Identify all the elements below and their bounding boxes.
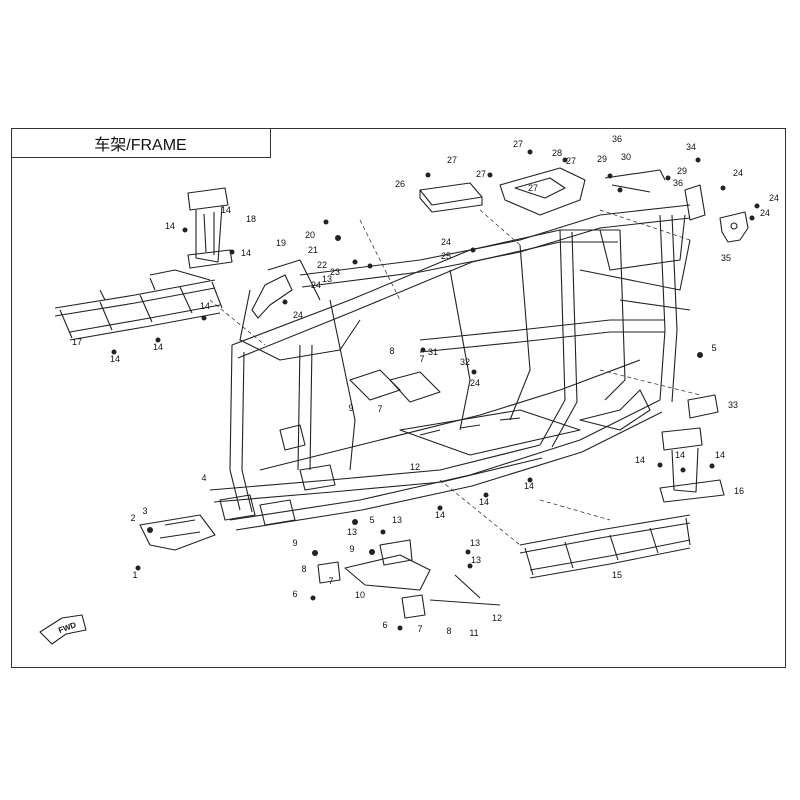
part-callout: 11 <box>469 628 478 638</box>
part-callout: 34 <box>686 142 696 152</box>
rear-bracket <box>659 427 725 503</box>
part-callout: 10 <box>355 590 365 600</box>
part-callout: 23 <box>330 267 340 277</box>
part-callout: 9 <box>292 538 297 548</box>
part-callout: 17 <box>72 337 82 347</box>
part-callout: 12 <box>492 613 502 623</box>
part-callout: 35 <box>721 253 731 263</box>
part-callout: 26 <box>395 179 405 189</box>
drawing-border <box>11 128 786 668</box>
part-callout: 18 <box>246 214 256 224</box>
leader-lines <box>209 209 701 546</box>
rear-rack <box>519 514 691 579</box>
part-callout: 14 <box>524 481 534 491</box>
part-callout: 24 <box>733 168 743 178</box>
front-rack <box>54 269 223 341</box>
part-callout: 7 <box>377 404 382 414</box>
diagram-title: 车架/FRAME <box>94 136 187 154</box>
part-callout: 24 <box>760 208 770 218</box>
part-callout: 8 <box>301 564 306 574</box>
part-callout: 24 <box>311 280 321 290</box>
part-callout: 24 <box>293 310 303 320</box>
part-callout: 2 <box>130 513 135 523</box>
part-callout: 13 <box>392 515 402 525</box>
part-callout: 30 <box>621 152 631 162</box>
part-callout: 15 <box>612 570 622 580</box>
part-callout: 8 <box>389 346 394 356</box>
part-callout: 6 <box>292 589 297 599</box>
part-callout: 14 <box>635 455 645 465</box>
part-callout: 27 <box>476 169 486 179</box>
part-callout: 8 <box>446 626 451 636</box>
part-callout: 27 <box>528 183 538 193</box>
part-callout: 31 <box>428 347 438 357</box>
part-callout: 14 <box>241 248 251 258</box>
upper-rear-parts <box>419 167 749 243</box>
part-callout: 22 <box>317 260 327 270</box>
part-callout: 25 <box>441 251 451 261</box>
part-callout: 12 <box>410 462 420 472</box>
part-callout: 1 <box>132 570 137 580</box>
fastener-dots <box>111 149 760 631</box>
part-callout: 14 <box>200 301 210 311</box>
part-callout: 13 <box>471 555 481 565</box>
part-callout: 13 <box>470 538 480 548</box>
part-callout: 24 <box>441 237 451 247</box>
part-callout: 20 <box>305 230 315 240</box>
part-callout: 14 <box>435 510 445 520</box>
part-callout: 27 <box>566 156 576 166</box>
part-callout: 13 <box>347 527 357 537</box>
part-callout: 13 <box>322 274 332 284</box>
part-callout: 14 <box>221 205 231 215</box>
part-callout: 5 <box>369 515 374 525</box>
main-frame <box>209 204 691 531</box>
part-callout: 5 <box>711 343 716 353</box>
part-callout: 29 <box>677 166 687 176</box>
part-callout: 27 <box>513 139 523 149</box>
fwd-arrow-icon <box>39 614 87 645</box>
lower-parts <box>139 274 719 619</box>
part-callout: 7 <box>328 576 333 586</box>
part-callout: 7 <box>419 354 424 364</box>
part-callout: 24 <box>470 378 480 388</box>
part-callout: 6 <box>382 620 387 630</box>
part-callout: 14 <box>675 450 685 460</box>
part-callout: 4 <box>201 473 206 483</box>
part-callout: 14 <box>715 450 725 460</box>
part-callout: 33 <box>728 400 738 410</box>
part-callout: 19 <box>276 238 286 248</box>
part-callout: 27 <box>447 155 457 165</box>
part-callout: 14 <box>110 354 120 364</box>
callout-labels: 1234556677778889991011121213131313131414… <box>72 134 779 638</box>
part-callout: 24 <box>769 193 779 203</box>
part-callout: 21 <box>308 245 318 255</box>
part-callout: 16 <box>734 486 744 496</box>
part-callout: 28 <box>552 148 562 158</box>
part-callout: 32 <box>460 357 470 367</box>
part-callout: 7 <box>417 624 422 634</box>
part-callout: 14 <box>153 342 163 352</box>
part-callout: 3 <box>142 506 147 516</box>
part-callout: 9 <box>348 403 353 413</box>
part-callout: 14 <box>479 497 489 507</box>
part-callout: 36 <box>612 134 622 144</box>
front-bracket <box>187 187 233 269</box>
part-callout: 36 <box>673 178 683 188</box>
part-callout: 9 <box>349 544 354 554</box>
part-callout: 29 <box>597 154 607 164</box>
title-box: 车架/FRAME <box>11 128 271 158</box>
part-callout: 14 <box>165 221 175 231</box>
